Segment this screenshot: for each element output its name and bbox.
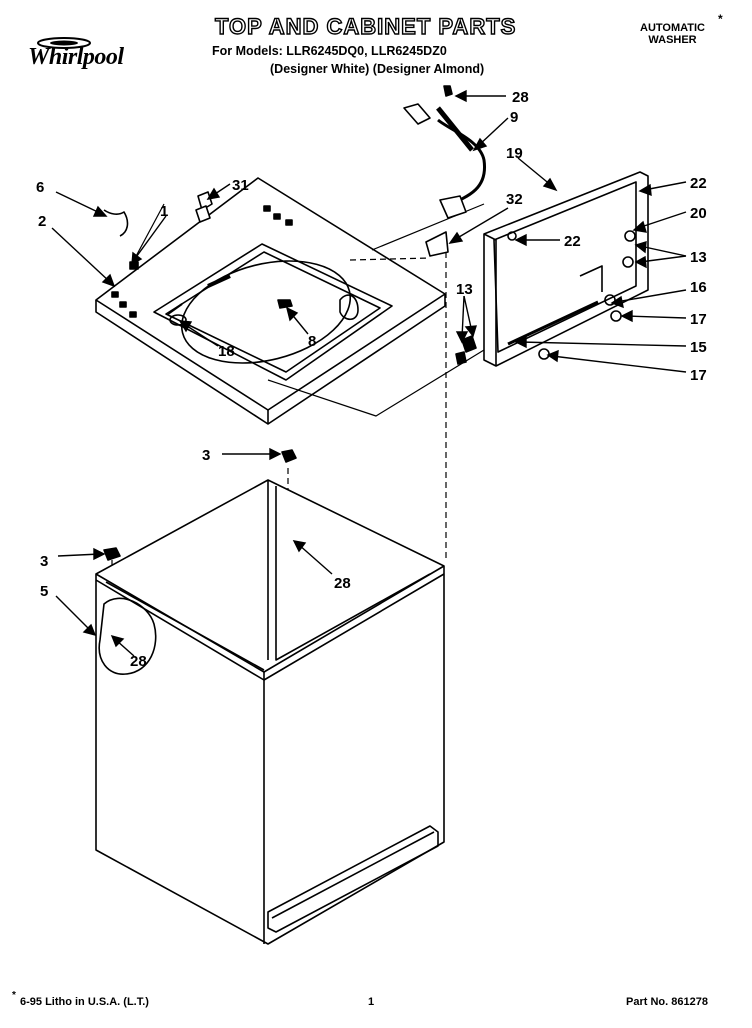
callout-5: 5 bbox=[40, 583, 48, 600]
part-number: Part No. 861278 bbox=[626, 996, 708, 1008]
page-number: 1 bbox=[368, 996, 375, 1008]
models-line: For Models: LLR6245DQ0, LLR6245DZ0 bbox=[212, 44, 447, 58]
callout-2: 2 bbox=[38, 213, 46, 230]
callout-3-lower: 3 bbox=[40, 553, 48, 570]
console-frame bbox=[483, 171, 649, 367]
page-title: TOP AND CABINET PARTS bbox=[214, 13, 517, 39]
callout-19: 19 bbox=[506, 145, 523, 162]
callout-28-top: 28 bbox=[512, 89, 529, 106]
appliance-line-2: WASHER bbox=[648, 34, 697, 46]
callout-18: 18 bbox=[218, 343, 235, 360]
callout-9: 9 bbox=[510, 109, 518, 126]
callout-6: 6 bbox=[36, 179, 44, 196]
callout-17-lower: 17 bbox=[690, 367, 707, 384]
callout-16: 16 bbox=[690, 279, 707, 296]
callout-22-right: 22 bbox=[690, 175, 707, 192]
footer-mark: * bbox=[12, 990, 16, 1001]
callout-22-left: 22 bbox=[564, 233, 581, 250]
callout-28-mid: 28 bbox=[334, 575, 351, 592]
callout-8: 8 bbox=[308, 333, 316, 350]
top-panel bbox=[95, 177, 446, 425]
callout-13-right: 13 bbox=[690, 249, 707, 266]
callout-31: 31 bbox=[232, 177, 249, 194]
designer-line: (Designer White) (Designer Almond) bbox=[270, 62, 485, 76]
appliance-line-1: AUTOMATIC bbox=[640, 22, 705, 34]
callout-15: 15 bbox=[690, 339, 707, 356]
appliance-type: AUTOMATIC WASHER bbox=[640, 22, 705, 46]
callout-13-left: 13 bbox=[456, 281, 473, 298]
logo-swoosh-icon bbox=[37, 37, 91, 49]
callout-20: 20 bbox=[690, 205, 707, 222]
cabinet bbox=[95, 479, 445, 945]
power-cord bbox=[403, 103, 487, 219]
callout-17-upper: 17 bbox=[690, 311, 707, 328]
footer-litho: 6-95 Litho in U.S.A. (L.T.) bbox=[20, 996, 149, 1008]
callout-1: 1 bbox=[160, 203, 168, 220]
header-asterisk: * bbox=[718, 12, 723, 26]
callout-3-upper: 3 bbox=[202, 447, 210, 464]
callout-32: 32 bbox=[506, 191, 523, 208]
callout-28-low: 28 bbox=[130, 653, 147, 670]
